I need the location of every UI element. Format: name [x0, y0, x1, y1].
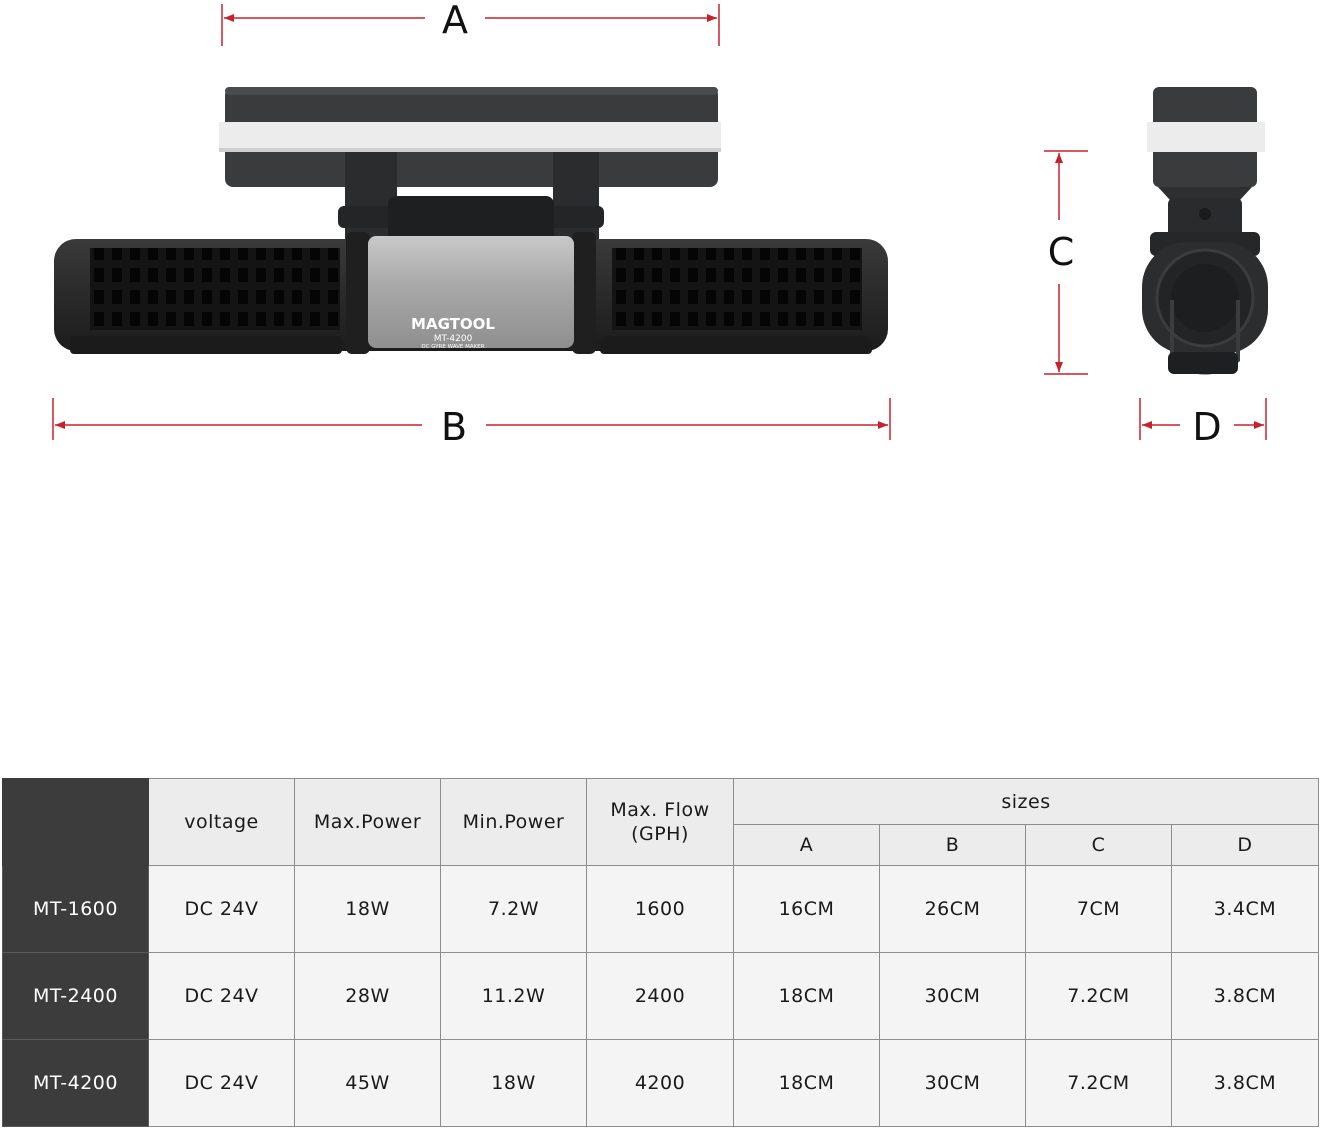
voltage-cell: DC 24V — [148, 865, 295, 953]
dimension-b: B — [52, 398, 891, 449]
size-c-cell: 7CM — [1025, 865, 1172, 953]
size-b-cell: 30CM — [879, 952, 1026, 1040]
table-row: MT-4200 DC 24V 45W 18W 4200 18CM 30CM 7.… — [2, 1039, 1319, 1127]
brand-logo-text: MAGTOOL — [411, 315, 495, 333]
dimension-d-label: D — [1192, 405, 1221, 449]
dimension-a-label: A — [442, 0, 468, 42]
dimension-a: A — [221, 0, 720, 46]
table-row: MT-2400 DC 24V 28W 11.2W 2400 18CM 30CM … — [2, 952, 1319, 1040]
dimension-c-label: C — [1048, 230, 1075, 274]
product-description-text: DC GYRE WAVE MAKER — [421, 344, 484, 350]
min-power-cell: 7.2W — [440, 865, 587, 953]
min-power-cell: 18W — [440, 1039, 587, 1127]
size-b-cell: 30CM — [879, 1039, 1026, 1127]
table-subheader-row: A B C D — [3, 824, 1319, 866]
min-power-cell: 11.2W — [440, 952, 587, 1040]
size-a-cell: 16CM — [733, 865, 880, 953]
max-flow-cell: 1600 — [586, 865, 734, 953]
table-row: MT-1600 DC 24V 18W 7.2W 1600 16CM 26CM 7… — [2, 865, 1319, 953]
header-max-flow: Max. Flow (GPH) — [586, 778, 734, 866]
size-b-cell: 26CM — [879, 865, 1026, 953]
product-dimension-diagram: A B C D — [52, 0, 1268, 449]
max-power-cell: 18W — [294, 865, 441, 953]
voltage-cell: DC 24V — [148, 952, 295, 1040]
size-c-cell: 7.2CM — [1025, 952, 1172, 1040]
product-front-view: MAGTOOL MT-4200 DC GYRE WAVE MAKER — [54, 87, 888, 354]
max-flow-cell: 4200 — [586, 1039, 734, 1127]
header-max-flow-text: Max. Flow (GPH) — [610, 799, 710, 845]
max-power-cell: 45W — [294, 1039, 441, 1127]
header-size-d: D — [1171, 824, 1319, 866]
size-d-cell: 3.4CM — [1171, 865, 1319, 953]
header-min-power: Min.Power — [440, 778, 587, 866]
model-cell: MT-4200 — [2, 1039, 149, 1127]
specs-table: voltage Max.Power Min.Power Max. Flow (G… — [2, 778, 1319, 1127]
table-corner-cell — [2, 778, 149, 866]
size-d-cell: 3.8CM — [1171, 952, 1319, 1040]
size-c-cell: 7.2CM — [1025, 1039, 1172, 1127]
voltage-cell: DC 24V — [148, 1039, 295, 1127]
header-size-b: B — [879, 824, 1026, 866]
model-cell: MT-1600 — [2, 865, 149, 953]
header-size-a: A — [733, 824, 880, 866]
header-sizes: sizes — [733, 778, 1319, 825]
header-max-power: Max.Power — [294, 778, 441, 866]
model-cell: MT-2400 — [2, 952, 149, 1040]
size-a-cell: 18CM — [733, 952, 880, 1040]
max-flow-cell: 2400 — [586, 952, 734, 1040]
size-a-cell: 18CM — [733, 1039, 880, 1127]
size-d-cell: 3.8CM — [1171, 1039, 1319, 1127]
table-header-row: voltage Max.Power Min.Power Max. Flow (G… — [2, 778, 1319, 866]
header-voltage: voltage — [148, 778, 295, 866]
header-size-c: C — [1025, 824, 1172, 866]
product-side-view — [1142, 87, 1268, 375]
dimension-d: D — [1139, 398, 1267, 449]
dimension-c: C — [1044, 150, 1088, 375]
product-model-text: MT-4200 — [434, 334, 473, 344]
max-power-cell: 28W — [294, 952, 441, 1040]
dimension-b-label: B — [441, 405, 467, 449]
